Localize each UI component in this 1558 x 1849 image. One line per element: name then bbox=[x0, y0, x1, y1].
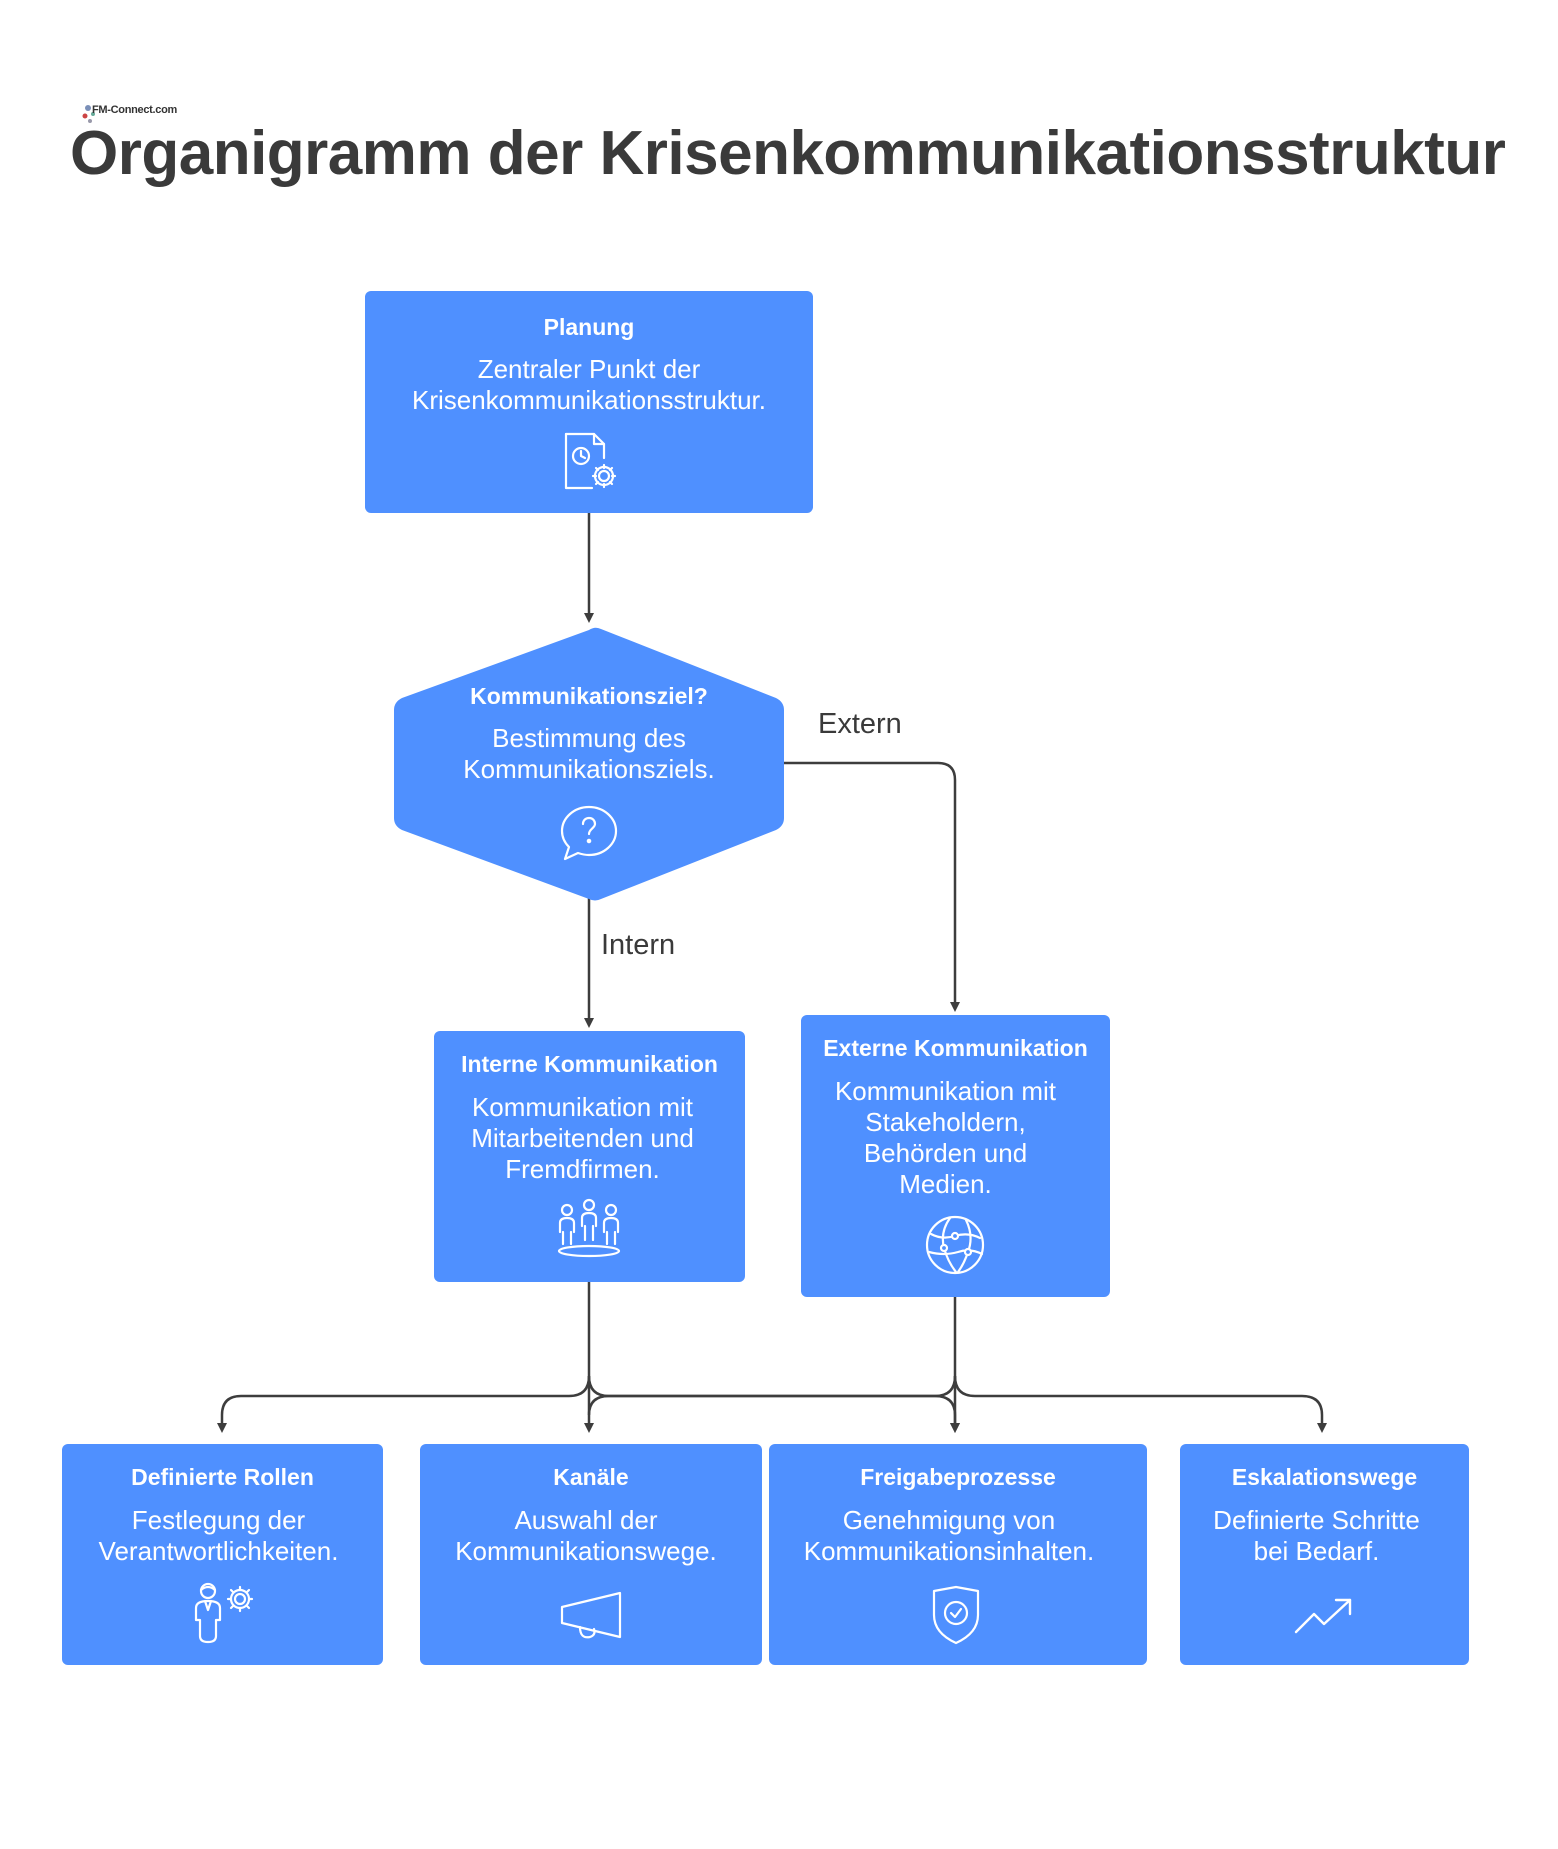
node-description: Bestimmung des Kommunikationsziels. bbox=[463, 723, 715, 784]
globe-network-icon bbox=[925, 1215, 985, 1275]
node-description: Kommunikation mit Mitarbeitenden und Fre… bbox=[471, 1092, 694, 1184]
group-people-icon bbox=[557, 1198, 621, 1258]
node-title: Planung bbox=[543, 314, 635, 340]
node-description: Festlegung der Verantwortlichkeiten. bbox=[98, 1505, 339, 1566]
node-title: Eskalationswege bbox=[1231, 1464, 1418, 1490]
node-planung: Planung Zentraler Punkt der Krisenkommun… bbox=[365, 291, 813, 513]
node-kanaele: Kanäle Auswahl der Kommunikationswege. bbox=[420, 1444, 762, 1665]
document-clock-gear-icon bbox=[564, 432, 617, 490]
node-description: Kommunikation mit Stakeholdern, Behörden… bbox=[834, 1076, 1057, 1199]
edge-label-extern: Extern bbox=[818, 708, 902, 740]
person-gear-icon bbox=[194, 1582, 254, 1644]
edge-extern-kanaele bbox=[587, 1375, 957, 1416]
node-description: Definierte Schritte bei Bedarf. bbox=[1213, 1505, 1420, 1566]
node-description: Zentraler Punkt der Krisenkommunikations… bbox=[411, 354, 767, 415]
node-freigabeprozesse: Freigabeprozesse Genehmigung von Kommuni… bbox=[769, 1444, 1147, 1665]
megaphone-icon bbox=[560, 1591, 622, 1639]
logo-text: FM-Connect.com bbox=[92, 104, 178, 116]
node-title: Kanäle bbox=[553, 1464, 629, 1490]
edge-extern-eskalation bbox=[953, 1375, 1327, 1433]
edge-intern-rollen bbox=[217, 1375, 591, 1433]
node-description: Genehmigung von Kommunikationsinhalten. bbox=[803, 1505, 1095, 1566]
node-title: Freigabeprozesse bbox=[860, 1464, 1056, 1490]
node-interne-kommunikation: Interne Kommunikation Kommunikation mit … bbox=[434, 1031, 745, 1282]
node-title: Interne Kommunikation bbox=[461, 1051, 718, 1077]
page-title: Organigramm der Krisenkommunikationsstru… bbox=[70, 119, 1506, 188]
node-eskalationswege: Eskalationswege Definierte Schritte bei … bbox=[1180, 1444, 1469, 1665]
shield-check-icon bbox=[932, 1585, 980, 1645]
edge-ziel-extern bbox=[784, 761, 960, 1012]
node-description: Auswahl der Kommunikationswege. bbox=[455, 1505, 717, 1566]
node-title: Kommunikationsziel? bbox=[470, 683, 708, 709]
edge-intern-freigabe bbox=[587, 1375, 960, 1433]
node-definierte-rollen: Definierte Rollen Festlegung der Verantw… bbox=[62, 1444, 383, 1665]
trending-up-arrow-icon bbox=[1294, 1598, 1352, 1634]
fm-connect-logo bbox=[82, 105, 95, 123]
node-externe-kommunikation: Externe Kommunikation Kommunikation mit … bbox=[801, 1015, 1110, 1297]
speech-bubble-question-icon bbox=[560, 805, 618, 861]
node-title: Externe Kommunikation bbox=[823, 1035, 1088, 1061]
node-kommunikationsziel: Kommunikationsziel? Bestimmung des Kommu… bbox=[392, 626, 786, 902]
edge-label-intern: Intern bbox=[601, 929, 676, 961]
node-kommunikationsziel-shape bbox=[394, 627, 784, 901]
node-title: Definierte Rollen bbox=[131, 1464, 314, 1490]
